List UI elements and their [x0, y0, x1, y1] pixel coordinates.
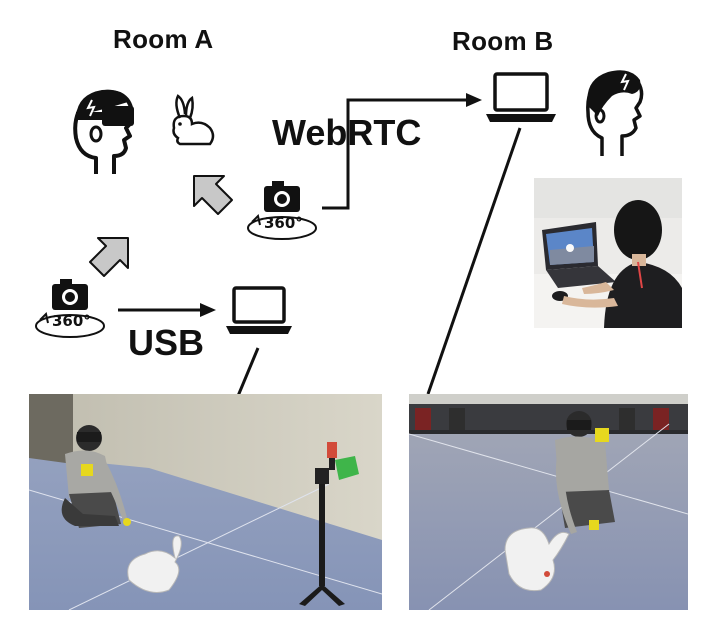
rabbit-icon	[172, 94, 215, 146]
user-head-icon	[586, 70, 644, 156]
camera-bottom-label: 360°	[52, 312, 91, 330]
laptop-icon-room-b	[486, 72, 556, 122]
up-right-arrow-icon	[89, 237, 129, 277]
up-left-arrow-icon	[193, 175, 233, 215]
camera-top-label: 360°	[264, 214, 303, 232]
usb-label: USB	[128, 322, 205, 363]
room-b-photo	[409, 394, 688, 610]
remote-user-photo	[534, 178, 682, 328]
room-b-title: Room B	[452, 26, 554, 56]
camera-360-icon-bottom	[35, 279, 105, 338]
laptop-icon-room-a	[226, 286, 292, 334]
vr-headset-user-icon	[73, 89, 134, 174]
room-a-title: Room A	[113, 24, 214, 54]
camera-360-icon-top	[247, 181, 317, 240]
room-a-photo	[29, 394, 382, 610]
